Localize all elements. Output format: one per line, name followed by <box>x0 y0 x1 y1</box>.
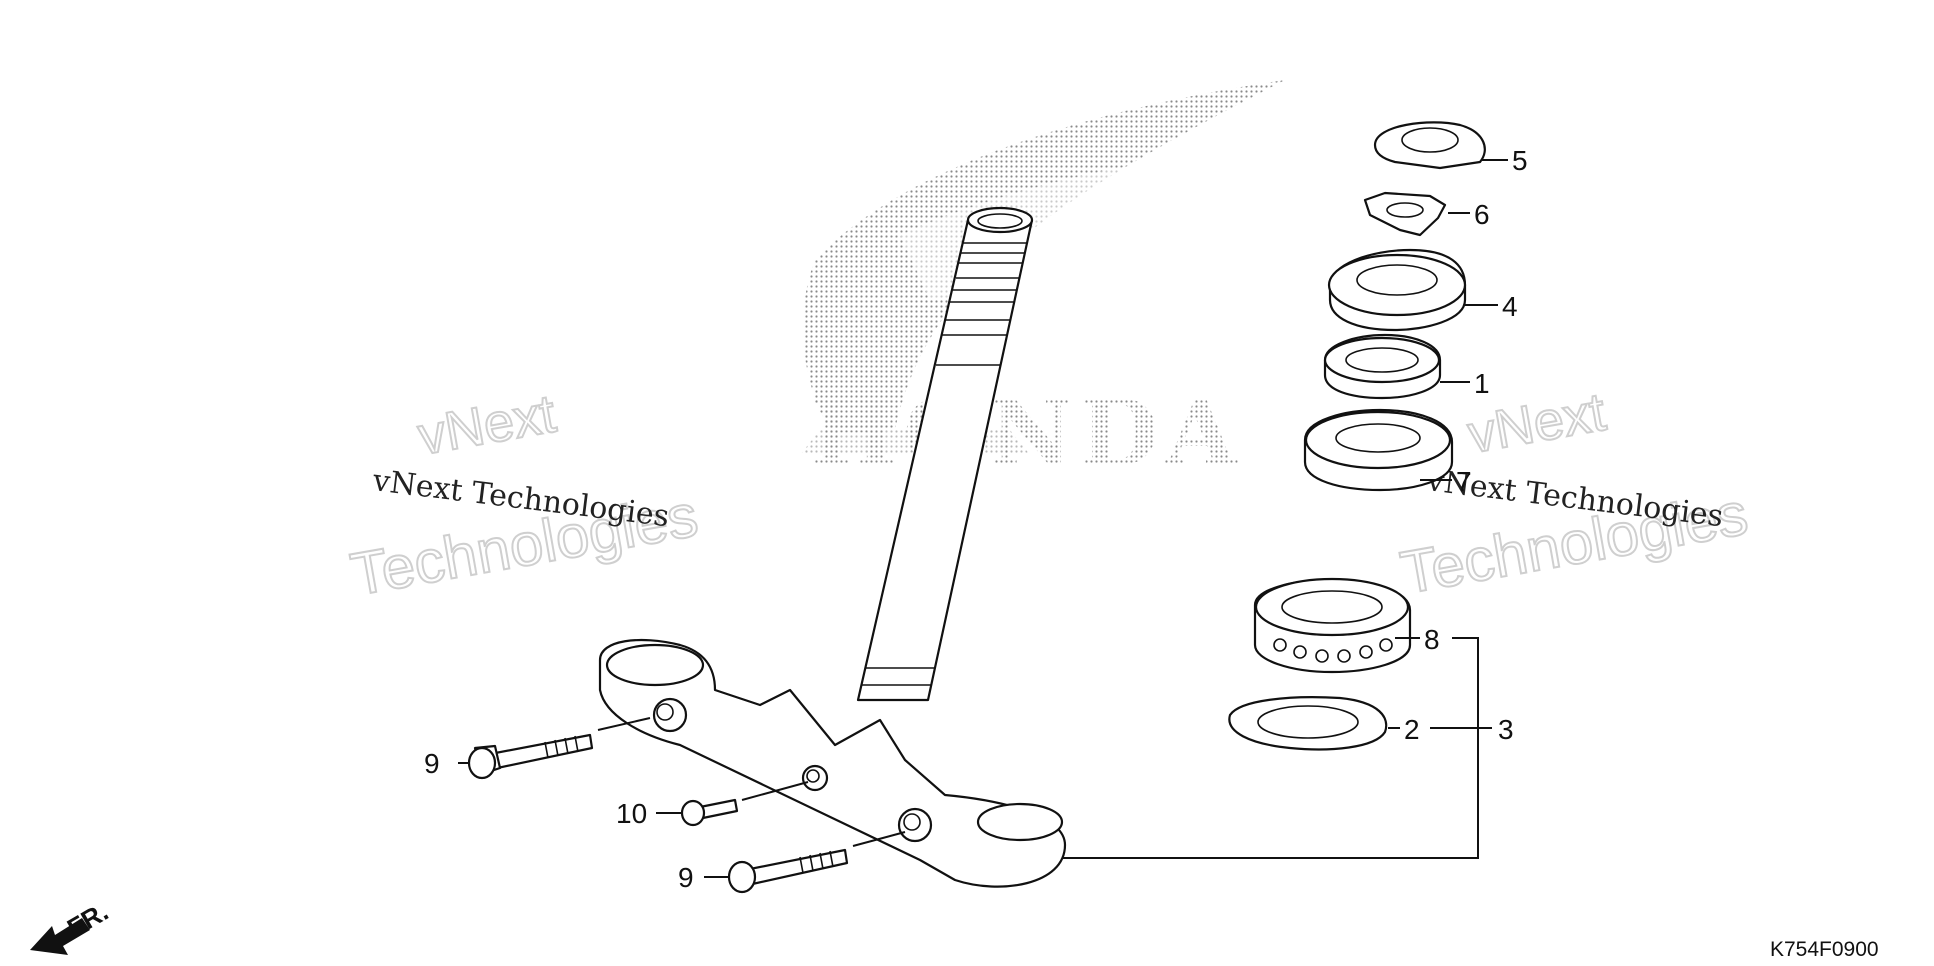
dust-seal-2 <box>1228 696 1388 751</box>
callout-1: 1 <box>1474 368 1490 399</box>
upper-inner-race-1 <box>1323 333 1442 400</box>
callout-6: 6 <box>1474 199 1490 230</box>
callout-8: 8 <box>1424 624 1440 655</box>
leader-lines <box>458 159 1508 878</box>
lock-nut-5 <box>1373 121 1486 170</box>
upper-bearing-7 <box>1303 408 1454 492</box>
callout-3: 3 <box>1498 714 1514 745</box>
callout-7: 7 <box>1456 466 1472 497</box>
diagram-code: K754F0900 <box>1770 938 1879 961</box>
callouts: 5 6 4 1 7 8 2 3 9 10 9 <box>424 145 1528 893</box>
callout-4: 4 <box>1502 291 1518 322</box>
callout-9-lower: 9 <box>678 862 694 893</box>
adjusting-nut-4 <box>1327 248 1467 332</box>
honda-wing-logo: HONDA <box>800 80 1285 487</box>
watermark-left-line1: vNext <box>414 384 560 467</box>
flange-bolt-10 <box>680 781 809 827</box>
callout-10: 10 <box>616 798 647 829</box>
steering-stem <box>856 206 1034 702</box>
bottom-bridge <box>598 638 1067 888</box>
lock-washer-6 <box>1363 191 1447 237</box>
callout-9-upper: 9 <box>424 748 440 779</box>
lower-bearing-8 <box>1253 577 1412 674</box>
callout-5: 5 <box>1512 145 1528 176</box>
honda-logo-text: HONDA <box>810 379 1242 487</box>
flange-bolt-9-lower <box>727 831 906 894</box>
front-direction-arrow: FR. <box>30 896 113 955</box>
flange-bolt-9-upper <box>467 717 651 780</box>
callout-2: 2 <box>1404 714 1420 745</box>
